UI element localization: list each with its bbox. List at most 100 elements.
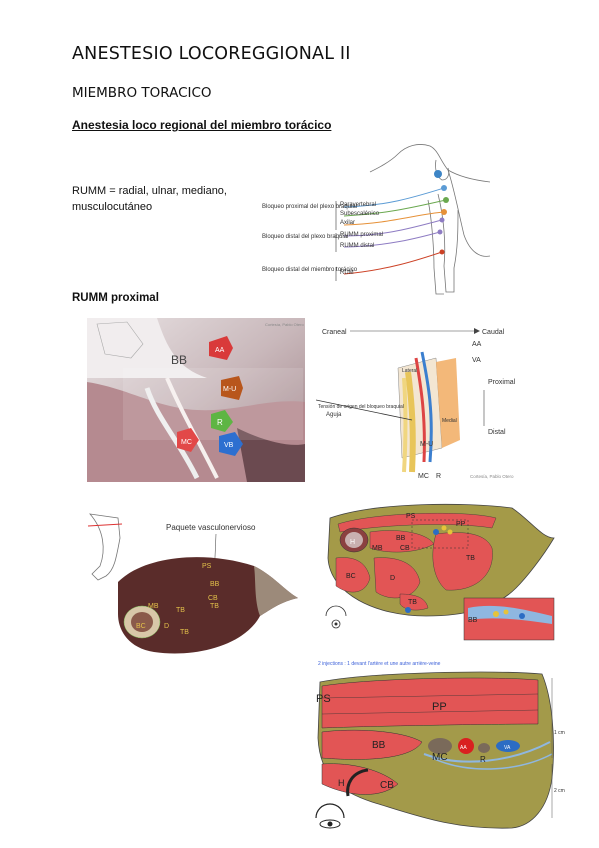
label-h: H [350, 539, 355, 546]
label-caudal: Caudal [482, 329, 505, 336]
eye-arc [325, 605, 347, 617]
fascia [321, 693, 539, 699]
label-tension: Tensión de origen del bloqueo braquial [318, 404, 404, 410]
label-rumm-proximal: RUMM proximal [340, 232, 383, 238]
nerve-bundle [405, 371, 416, 473]
axis-arrow-head [474, 328, 480, 334]
needle [316, 399, 413, 421]
artery-line [414, 357, 426, 463]
label-bp-distal: Bloqueo distal del plexo braquial [262, 234, 348, 240]
bone-h [346, 768, 369, 797]
muscle-bc [335, 557, 371, 593]
eye-pupil [334, 622, 338, 626]
nerve-block-lines [343, 187, 447, 275]
label-subescalenico: Subescalénico [340, 211, 380, 217]
subsection-heading: Anestesia loco regional del miembro torá… [72, 118, 332, 132]
label-bb2: BB [468, 617, 478, 624]
arrow-aa-label: AA [215, 347, 225, 354]
label-ps: PS [316, 693, 331, 705]
label-r: R [436, 473, 441, 480]
nerve-bundle-2 [402, 377, 408, 473]
eye-icon [319, 819, 341, 829]
arrow-mu [221, 376, 243, 400]
arrow-mu-label: M-U [223, 386, 236, 393]
fig4-labels: PS BB CB MB TB TB BC D TB [136, 563, 220, 636]
figure-schematic-approach: Craneal Caudal AA VA Proximal Distal Lat… [316, 328, 516, 480]
fig4-title: Paquete vasculonervioso [166, 523, 256, 532]
label-bb: BB [396, 535, 406, 542]
zoom-vessel [519, 613, 525, 619]
muscle-pp [337, 513, 497, 533]
label-bb: BB [210, 581, 220, 588]
arrow-vb [219, 432, 243, 456]
label-cb: CB [380, 780, 394, 791]
zoom-nerve [493, 611, 499, 617]
label-ps: PS [202, 563, 212, 570]
eye-pupil [327, 821, 333, 827]
needle-path-2 [431, 753, 553, 770]
label-bp-proximal: Bloqueo proximal del plexo braquial [262, 204, 357, 210]
muscle-pp [321, 677, 539, 729]
zoom-nerve-2 [503, 609, 509, 615]
label-mc: MC [418, 473, 429, 480]
vein-va [496, 740, 520, 752]
label-h: H [338, 778, 345, 788]
label-tb3: TB [180, 629, 189, 636]
muscle-cb [321, 763, 399, 795]
figure-nerve-block-levels: Bloqueo proximal del plexo braquial Bloq… [262, 144, 491, 295]
nerve [441, 525, 447, 531]
label-va: VA [504, 745, 511, 751]
page-title: ANESTESIO LOCOREGGIONAL II [72, 44, 351, 64]
muscle-tb2 [399, 593, 429, 611]
nerve-bundle-2 [165, 377, 219, 479]
label-aguja: Aguja [326, 412, 342, 418]
skin-area [87, 318, 207, 378]
inset-sketch [96, 321, 144, 359]
label-lateral: Lateral [402, 368, 417, 374]
label-aa: AA [460, 745, 467, 751]
credit: Cortesía, Pablo Otero [265, 322, 304, 327]
muscle-bb [321, 729, 423, 760]
label-tb2: TB [408, 599, 417, 606]
arrow-r [211, 410, 233, 432]
nerve-dots [434, 170, 449, 255]
figure-dissection-photo: BB AA M-U R MC VB Cortesía, Pablo Otero [87, 318, 305, 482]
label-cb: CB [208, 595, 218, 602]
nerve-mc [428, 738, 452, 754]
bone-h [345, 532, 363, 548]
tissue-section [118, 557, 298, 654]
rumm-proximal-heading: RUMM proximal [72, 292, 159, 304]
label-paravertebral: Paravertebral [340, 202, 376, 208]
fascia-2 [321, 709, 539, 715]
zoom-vessels [468, 605, 552, 624]
rumm-definition: RUMM = radial, ulnar, mediano, musculocu… [72, 185, 227, 213]
label-distal: Distal [488, 429, 506, 436]
label-bb: BB [171, 353, 187, 367]
section-heading: MIEMBRO TORACICO [72, 85, 212, 101]
label-craneal: Craneal [322, 329, 347, 336]
label-pp: PP [432, 701, 447, 713]
arrow-mc [177, 428, 199, 452]
figure-cross-section-diagram: PS PP H BB CB MB TB BC D TB BB [325, 503, 555, 641]
vein-line [420, 351, 433, 463]
muscle-d [373, 557, 421, 599]
label-mb: MB [148, 603, 159, 610]
zoom-box [411, 519, 469, 549]
arrow-aa [209, 336, 233, 360]
label-d: D [164, 623, 169, 630]
artery-aa [458, 738, 474, 754]
label-tb2: TB [210, 603, 219, 610]
label-r: R [480, 755, 486, 764]
eye-arc [315, 803, 345, 819]
label-ps: PS [406, 513, 416, 520]
medial-plane [436, 358, 460, 448]
bone-marrow [131, 612, 153, 632]
credit: Cortesía, Pablo Otero [470, 474, 514, 479]
eye-icon [331, 619, 341, 629]
label-tb: TB [466, 555, 475, 562]
needle-path [423, 741, 551, 763]
label-mu: M-U [420, 441, 433, 448]
scale-2: 2 cm [554, 788, 565, 794]
dog-outline [369, 144, 491, 295]
label-tb1: TB [176, 607, 185, 614]
